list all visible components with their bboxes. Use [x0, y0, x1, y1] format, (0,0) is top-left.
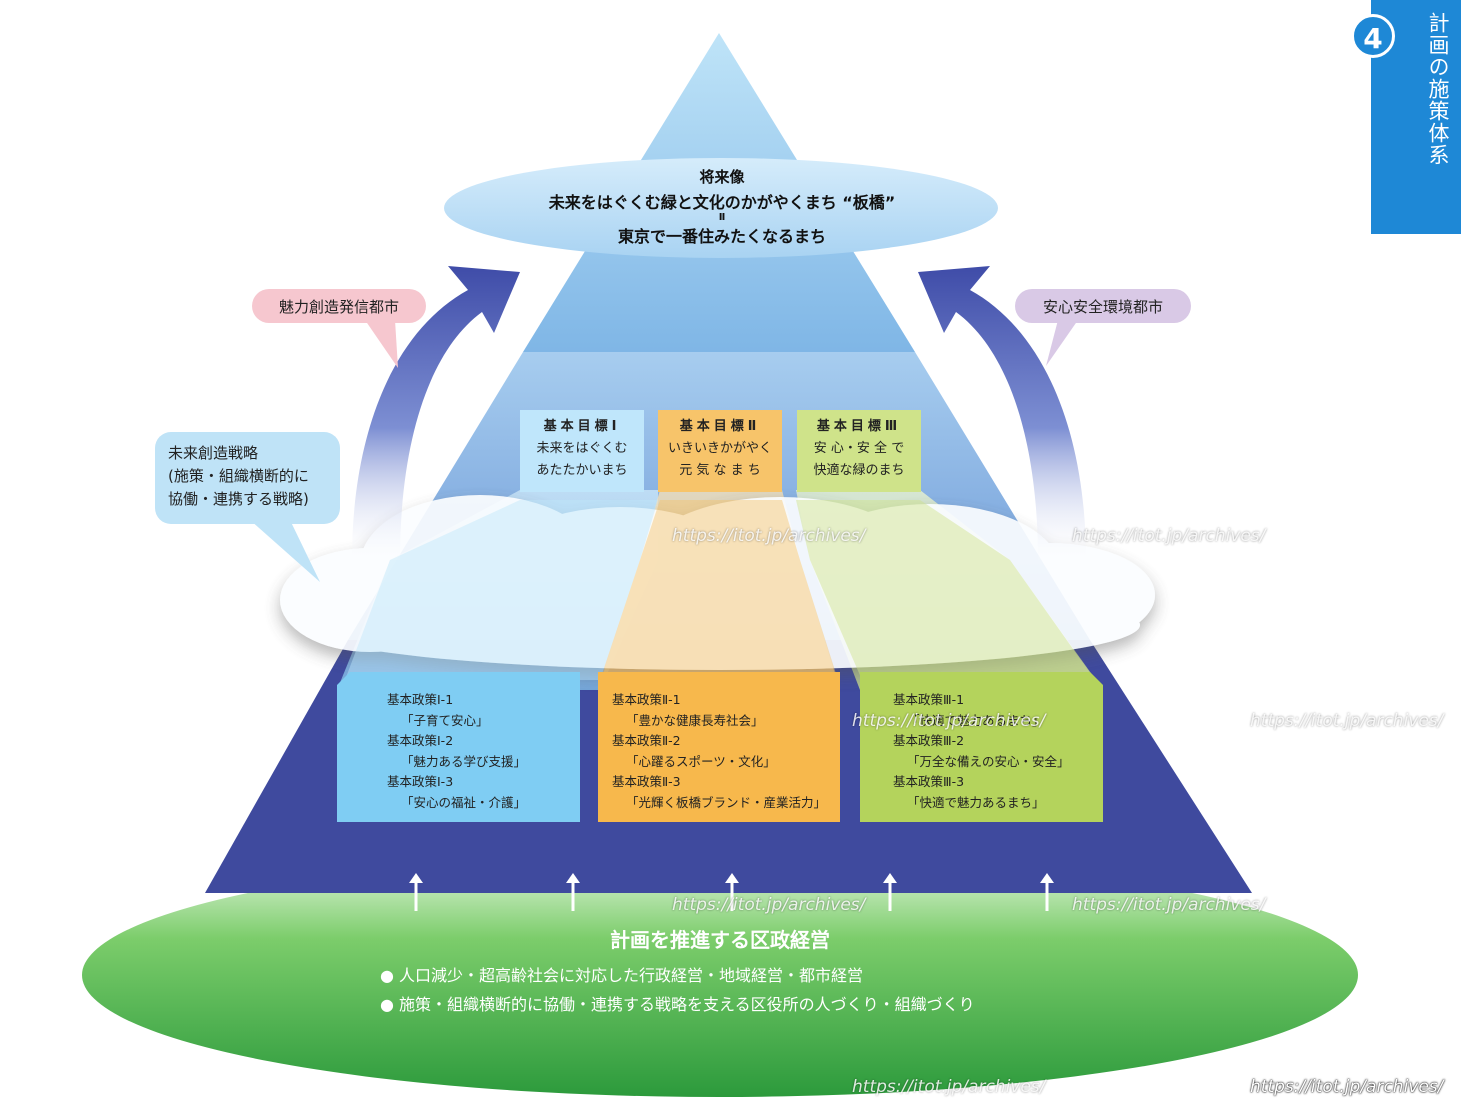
watermark: https://itot.jp/archives/: [852, 711, 1046, 731]
vision-slogan: 未来をはぐくむ緑と文化のかがやくまち “板橋”: [548, 193, 896, 212]
watermark: https://itot.jp/archives/: [672, 895, 866, 915]
policy-box-2-bg: [598, 672, 840, 822]
chapter-number: 4: [1351, 14, 1395, 58]
goal-box-3-bg: [797, 410, 921, 492]
base-bullet-2: ● 施策・組織横断的に協働・連携する戦略を支える区役所の人づくり・組織づくり: [380, 995, 975, 1014]
basic-goal-2: 基本目標Ⅱ いきいきかがやく 元 気 な ま ち: [667, 419, 772, 478]
basic-policy-group-3: 基本政策Ⅲ-1 「快適で魅力あるまち」 基本政策Ⅲ-2 「万全な備えの安心・安全…: [893, 692, 1070, 810]
bubble-strategy: [155, 432, 340, 524]
left-curved-arrow: [352, 266, 520, 560]
up-arrow-icon: [725, 873, 739, 911]
watermark: https://itot.jp/archives/: [672, 526, 866, 546]
vision-ellipse: [444, 158, 998, 258]
cloud-band: [280, 495, 1155, 670]
vision-equals: Ⅱ: [718, 212, 726, 223]
bubble-left-city: [252, 289, 426, 323]
basic-goal-3: 基本目標Ⅲ 安 心・安 全 で 快適な緑のまち: [813, 419, 905, 478]
base-bullet-1: ● 人口減少・超高齢社会に対応した行政経営・地域経営・都市経営: [380, 966, 864, 985]
policy-box-3-bg: [860, 672, 1103, 822]
left-city-label: 魅力創造発信都市: [278, 298, 399, 316]
basic-goal-1: 基本目標Ⅰ 未来をはぐくむ あたたかいまち: [536, 419, 628, 478]
vision-label: 将来像: [699, 168, 745, 186]
strategy-label: 未来創造戦略 (施策・組織横断的に 協働・連携する戦略): [168, 444, 309, 508]
watermark: https://itot.jp/archives/: [852, 1077, 1046, 1097]
basic-policy-group-1: 基本政策Ⅰ-1 「子育て安心」 基本政策Ⅰ-2 「魅力ある学び支援」 基本政策Ⅰ…: [387, 692, 527, 810]
watermark: https://itot.jp/archives/: [1250, 1077, 1444, 1097]
basic-policy-group-2: 基本政策Ⅱ-1 「豊かな健康長寿社会」 基本政策Ⅱ-2 「心躍るスポーツ・文化」…: [612, 692, 827, 810]
watermark: https://itot.jp/archives/: [1250, 711, 1444, 731]
ground-ellipse: [82, 853, 1358, 1097]
vision-text: 将来像 未来をはぐくむ緑と文化のかがやくまち “板橋” Ⅱ 東京で一番住みたくな…: [446, 158, 998, 247]
goal-box-1-bg: [520, 410, 644, 492]
base-title: 計画を推進する区政経営: [610, 928, 830, 952]
goal-box-2-bg: [658, 410, 782, 492]
watermark: https://itot.jp/archives/: [1072, 895, 1266, 915]
up-arrow-icon: [883, 873, 897, 911]
up-arrow-icon: [566, 873, 580, 911]
watermark: https://itot.jp/archives/: [1072, 526, 1266, 546]
chapter-title: 計画の施策体系: [1426, 12, 1450, 166]
bubble-right-city: [1015, 289, 1191, 323]
up-arrow-icon: [409, 873, 423, 911]
vision-goal: 東京で一番住みたくなるまち: [617, 227, 826, 246]
right-city-label: 安心安全環境都市: [1042, 298, 1163, 316]
right-curved-arrow: [918, 266, 1086, 560]
up-arrow-icon: [1040, 873, 1054, 911]
policy-box-1-bg: [337, 672, 580, 822]
